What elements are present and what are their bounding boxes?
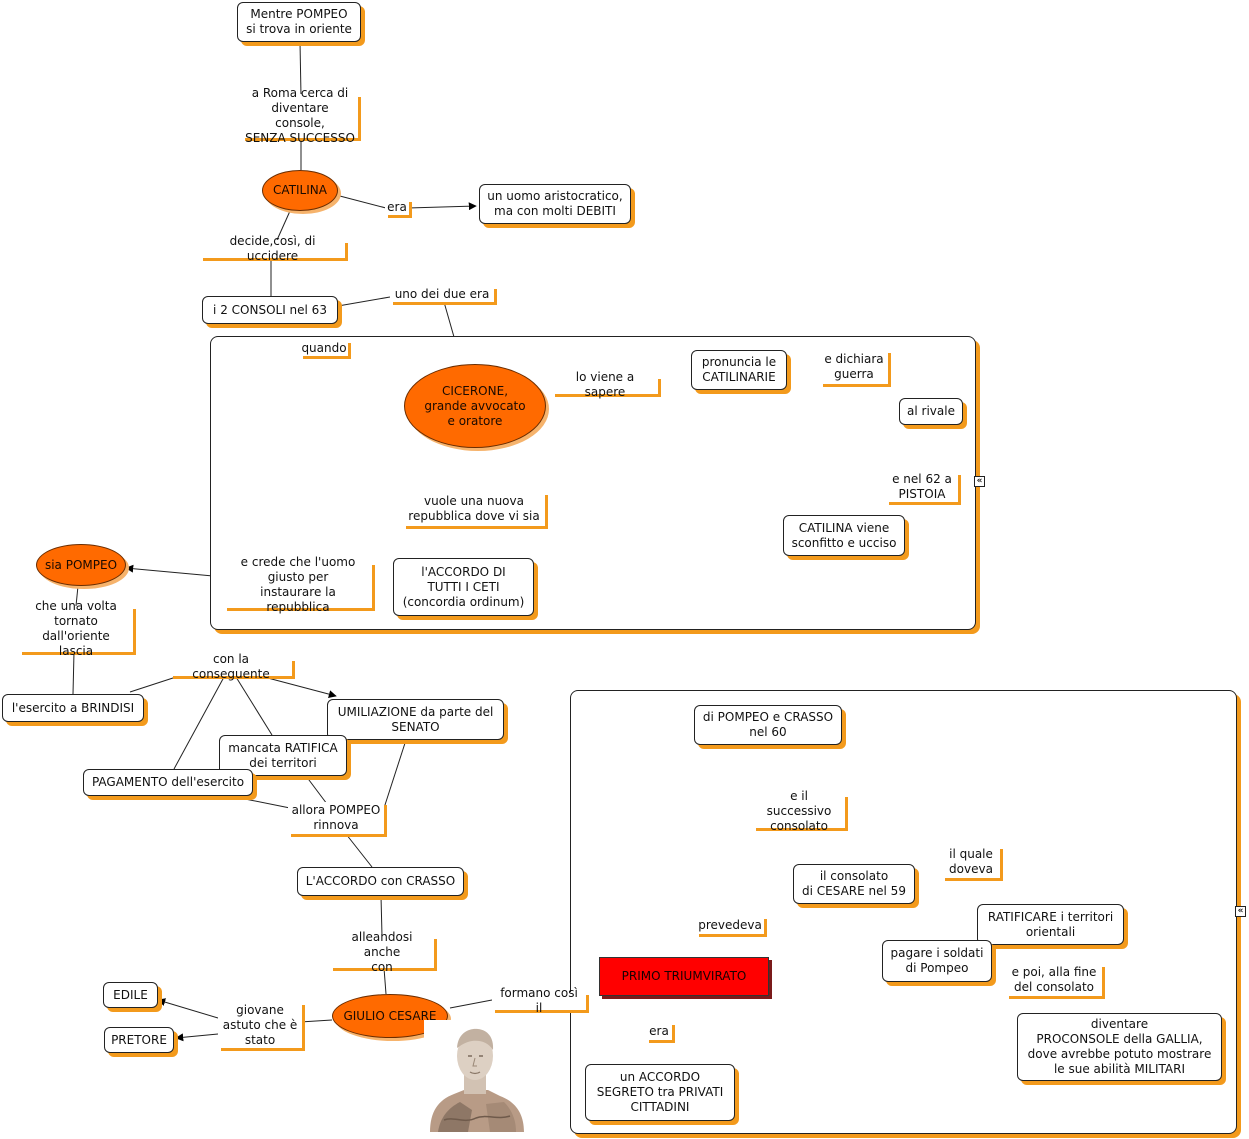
link-label-conseguente[interactable]: con la conseguente: [170, 652, 292, 681]
link-label-il-quale[interactable]: il quale doveva: [942, 846, 1000, 878]
link-label-viene-a-sapere[interactable]: lo viene a sapere: [552, 370, 658, 399]
concept-sia-pompeo[interactable]: sia POMPEO: [36, 544, 126, 586]
concept-catilina-sconfitto[interactable]: CATILINA viene sconfitto e ucciso: [783, 515, 905, 556]
link-label-era[interactable]: era: [385, 199, 409, 215]
link-label-quando[interactable]: quando: [300, 340, 348, 356]
link-label-roma[interactable]: a Roma cerca di diventare console, SENZA…: [242, 86, 358, 145]
link-label-formano[interactable]: formano così il: [492, 986, 586, 1015]
concept-uomo-aristocratico[interactable]: un uomo aristocratico, ma con molti DEBI…: [479, 184, 631, 224]
concept-pretore[interactable]: PRETORE: [104, 1027, 174, 1053]
concept-esercito-brindisi[interactable]: l'esercito a BRINDISI: [2, 694, 144, 722]
link-label-vuole[interactable]: vuole una nuova repubblica dove vi sia: [403, 492, 545, 526]
link-label-uno-dei-due[interactable]: uno dei due era: [390, 286, 494, 302]
concept-umiliazione-senato[interactable]: UMILIAZIONE da parte del SENATO: [327, 699, 504, 740]
concept-consoli-63[interactable]: i 2 CONSOLI nel 63: [202, 296, 338, 324]
link-label-allora-pompeo[interactable]: allora POMPEO rinnova: [288, 802, 384, 834]
link-label-prevedeva[interactable]: prevedeva: [696, 916, 764, 934]
concept-accordo-crasso[interactable]: L'ACCORDO con CRASSO: [297, 867, 464, 896]
concept-rivale[interactable]: al rivale: [899, 398, 963, 425]
caesar-bust-image: [424, 1020, 528, 1132]
link-label-tornato[interactable]: che una volta tornato dall'oriente lasci…: [19, 599, 133, 658]
link-label-successivo-consolato[interactable]: e il successivo consolato: [753, 789, 845, 833]
link-label-alleandosi[interactable]: alleandosi anche con: [330, 930, 434, 974]
collapse-icon[interactable]: «: [974, 476, 985, 487]
concept-edile[interactable]: EDILE: [103, 982, 158, 1008]
concept-catilina[interactable]: CATILINA: [262, 170, 338, 211]
link-label-crede[interactable]: e crede che l'uomo giusto per instaurare…: [224, 555, 372, 614]
link-label-giovane[interactable]: giovane astuto che è stato: [218, 1002, 302, 1048]
link-label-e-poi[interactable]: e poi, alla fine del consolato: [1006, 964, 1102, 996]
concept-accordo-ceti[interactable]: l'ACCORDO DI TUTTI I CETI (concordia ord…: [393, 558, 534, 616]
concept-catilinarie[interactable]: pronuncia le CATILINARIE: [691, 350, 787, 390]
link-label-pistoia[interactable]: e nel 62 a PISTOIA: [886, 472, 958, 502]
concept-pagamento-esercito[interactable]: PAGAMENTO dell'esercito: [83, 769, 253, 796]
concept-primo-triumvirato[interactable]: PRIMO TRIUMVIRATO: [599, 957, 769, 996]
concept-proconsole-gallia[interactable]: diventare PROCONSOLE della GALLIA, dove …: [1017, 1013, 1222, 1081]
concept-consolato-cesare[interactable]: il consolato di CESARE nel 59: [793, 864, 915, 904]
concept-ratificare-territori[interactable]: RATIFICARE i territori orientali: [977, 904, 1124, 945]
concept-accordo-segreto[interactable]: un ACCORDO SEGRETO tra PRIVATI CITTADINI: [585, 1064, 735, 1121]
link-label-decide[interactable]: decide,così, di uccidere: [200, 234, 345, 263]
concept-cicerone[interactable]: CICERONE, grande avvocato e oratore: [404, 364, 546, 448]
link-label-dichiara-guerra[interactable]: e dichiara guerra: [820, 350, 888, 384]
link-label-era-triumvirato[interactable]: era: [646, 1022, 672, 1040]
concept-mentre-pompeo[interactable]: Mentre POMPEO si trova in oriente: [237, 2, 361, 42]
concept-pagare-soldati[interactable]: pagare i soldati di Pompeo: [882, 940, 992, 982]
concept-mancata-ratifica[interactable]: mancata RATIFICA dei territori: [219, 735, 347, 776]
concept-pompeo-crasso-60[interactable]: di POMPEO e CRASSO nel 60: [694, 705, 842, 745]
collapse-icon[interactable]: «: [1235, 906, 1246, 917]
